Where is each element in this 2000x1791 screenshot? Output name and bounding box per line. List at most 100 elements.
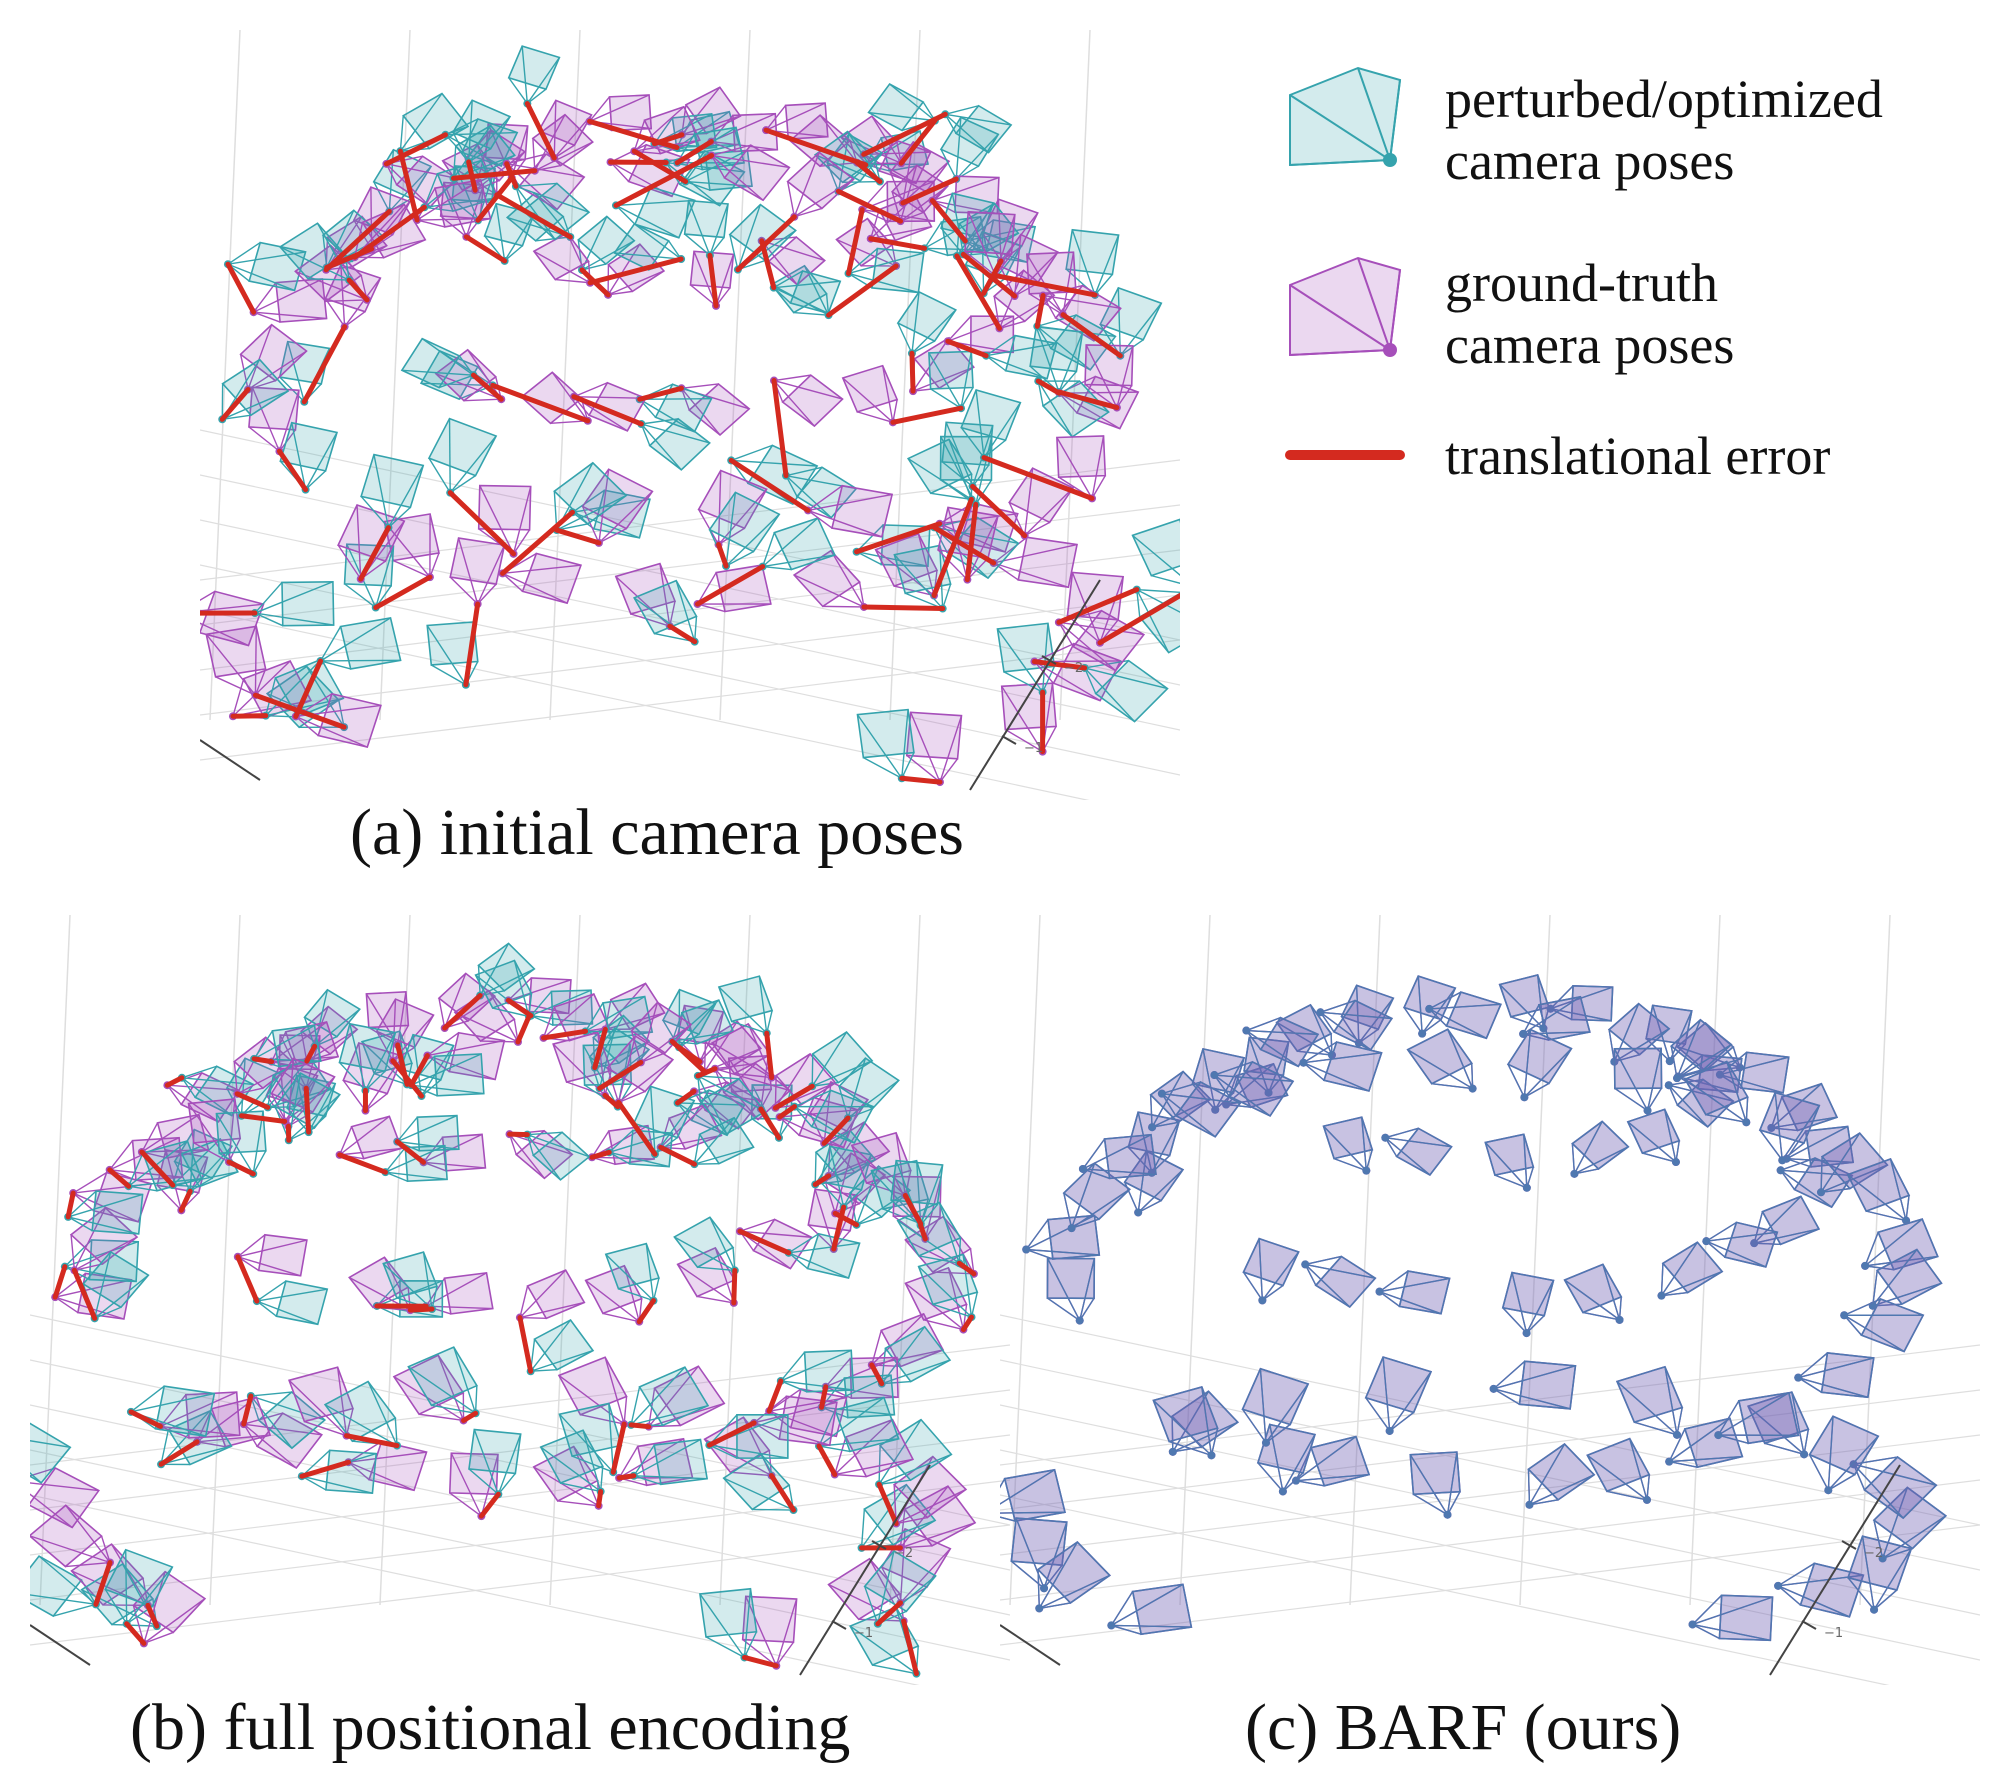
perturbed-camera-frustum [511, 182, 591, 241]
translational-error-line [442, 993, 483, 1031]
perturbed-camera-frustum [708, 491, 781, 570]
translational-error-line [658, 1144, 697, 1167]
perturbed-camera-frustum [637, 417, 711, 471]
translational-error-line [524, 101, 557, 161]
translational-error-line [463, 234, 508, 264]
perturbed-camera-frustum [1665, 1417, 1744, 1469]
translational-error-line [230, 713, 269, 719]
perturbed-camera-frustum [613, 222, 686, 271]
ground-truth-camera-frustum [804, 484, 894, 538]
ground-truth-camera-frustum [422, 1271, 494, 1315]
translational-error-line [571, 394, 644, 427]
legend-gt-line1: ground-truth [1445, 253, 1718, 313]
perturbed-camera-frustum [928, 350, 974, 413]
axis-grid [200, 29, 1180, 800]
perturbed-camera-frustum [419, 349, 497, 401]
translational-error-line [241, 1393, 254, 1427]
ground-truth-camera-frustum [288, 1366, 355, 1440]
perturbed-camera-frustum [1099, 286, 1163, 360]
perturbed-camera-frustum [1868, 1248, 1943, 1310]
perturbed-camera-frustum [1817, 1132, 1889, 1197]
perturbed-camera-frustum [717, 975, 774, 1038]
translational-error-line [145, 1602, 160, 1629]
perturbed-camera-frustum [1035, 1540, 1111, 1613]
translational-error-line [901, 1618, 919, 1677]
perturbed-camera-frustum [30, 1555, 100, 1618]
translational-error-line [868, 236, 928, 251]
perturbed-camera-frustum [1242, 1237, 1300, 1305]
perturbed-camera-frustum [250, 580, 335, 627]
perturbed-camera-frustum [627, 1366, 710, 1429]
perturbed-camera-frustum [323, 1380, 402, 1450]
translational-error-line [1097, 592, 1180, 646]
perturbed-camera-frustum [1688, 1594, 1774, 1642]
legend-gt-line2: camera poses [1445, 315, 1735, 375]
translational-error-line [945, 338, 989, 359]
translational-error-line [631, 148, 689, 185]
perturbed-camera-frustum [784, 1232, 861, 1279]
translational-errors [52, 993, 977, 1677]
ground-truth-camera-frustum [989, 536, 1078, 589]
ground-truth-camera-frustum [137, 1113, 210, 1159]
translational-error-line [854, 521, 943, 555]
magenta-camera-frustum-icon [1289, 256, 1402, 357]
translational-error-line [992, 273, 1098, 298]
panel-b: −2−1 [30, 905, 1010, 1685]
translational-error-line [675, 1088, 697, 1106]
translational-error-line [1035, 378, 1062, 396]
panel-a-plot: −2−1 [200, 29, 1180, 800]
perturbed-camera-frustum [526, 1318, 595, 1376]
translational-error-line [219, 386, 251, 422]
ground-truth-camera-frustum [775, 1096, 860, 1149]
ground-truth-camera-frustum [601, 982, 666, 1034]
translational-error-line [669, 1038, 708, 1075]
translational-error-line [124, 1621, 147, 1646]
ground-truth-camera-frustum [693, 564, 772, 613]
ground-truth-camera-frustum [477, 484, 532, 558]
perturbed-camera-frustum [1506, 1028, 1573, 1102]
perturbed-camera-frustum [400, 337, 478, 389]
perturbed-camera-frustum [1758, 1091, 1821, 1165]
translational-error-line [304, 1043, 318, 1064]
perturbed-camera-frustum [1489, 1360, 1577, 1410]
perturbed-camera-frustum [673, 1216, 739, 1275]
ground-truth-camera-frustum [248, 386, 300, 456]
ground-truth-camera-frustum [515, 1269, 586, 1322]
ground-truth-camera-frustum [770, 374, 844, 428]
translational-error-line [494, 192, 573, 240]
translational-error-line [766, 1378, 784, 1414]
caption-c: (c) BARF (ours) [1245, 1691, 1682, 1764]
translational-error-line [238, 1113, 288, 1124]
perturbed-camera-frustum [629, 1438, 709, 1486]
perturbed-camera-frustum [893, 544, 952, 613]
ground-truth-camera-frustum [205, 625, 267, 700]
translational-error-line [107, 1167, 132, 1189]
perturbed-camera-frustum [558, 1402, 623, 1477]
ground-truth-camera-frustum [30, 1504, 115, 1568]
perturbed-camera-frustum [407, 1053, 485, 1097]
ground-truth-camera-frustum [337, 503, 406, 584]
ground-truth-camera-frustum [697, 469, 768, 549]
translational-error-line [1060, 312, 1123, 359]
perturbed-camera-frustum [699, 1587, 758, 1662]
perturbed-camera-frustum [1613, 1047, 1663, 1115]
perturbed-camera-frustum [1107, 1583, 1193, 1636]
perturbed-camera-frustum [30, 1422, 72, 1484]
ground-truth-camera-frustum [1056, 435, 1107, 503]
perturbed-camera-frustum [124, 1139, 203, 1192]
translational-error-line [158, 1439, 200, 1467]
perturbed-camera-frustum [577, 215, 636, 274]
perturbed-camera-frustum [523, 1130, 591, 1181]
caption-a: (a) initial camera poses [350, 796, 964, 869]
ground-truth-camera-frustum [880, 1527, 952, 1607]
translational-error-line [470, 372, 504, 402]
ground-truth-camera-frustum [710, 1022, 776, 1082]
translational-error-line [956, 1260, 977, 1277]
translational-error-line [758, 1106, 782, 1141]
perturbed-camera-frustum [1022, 1214, 1101, 1260]
translational-error-line [869, 1362, 885, 1387]
translational-error-line [226, 1159, 256, 1177]
ground-truth-camera-frustum [896, 1485, 977, 1552]
legend-error-line1: translational error [1445, 426, 1831, 486]
legend-item-ground-truth: ground-truth camera poses [1280, 240, 1980, 380]
